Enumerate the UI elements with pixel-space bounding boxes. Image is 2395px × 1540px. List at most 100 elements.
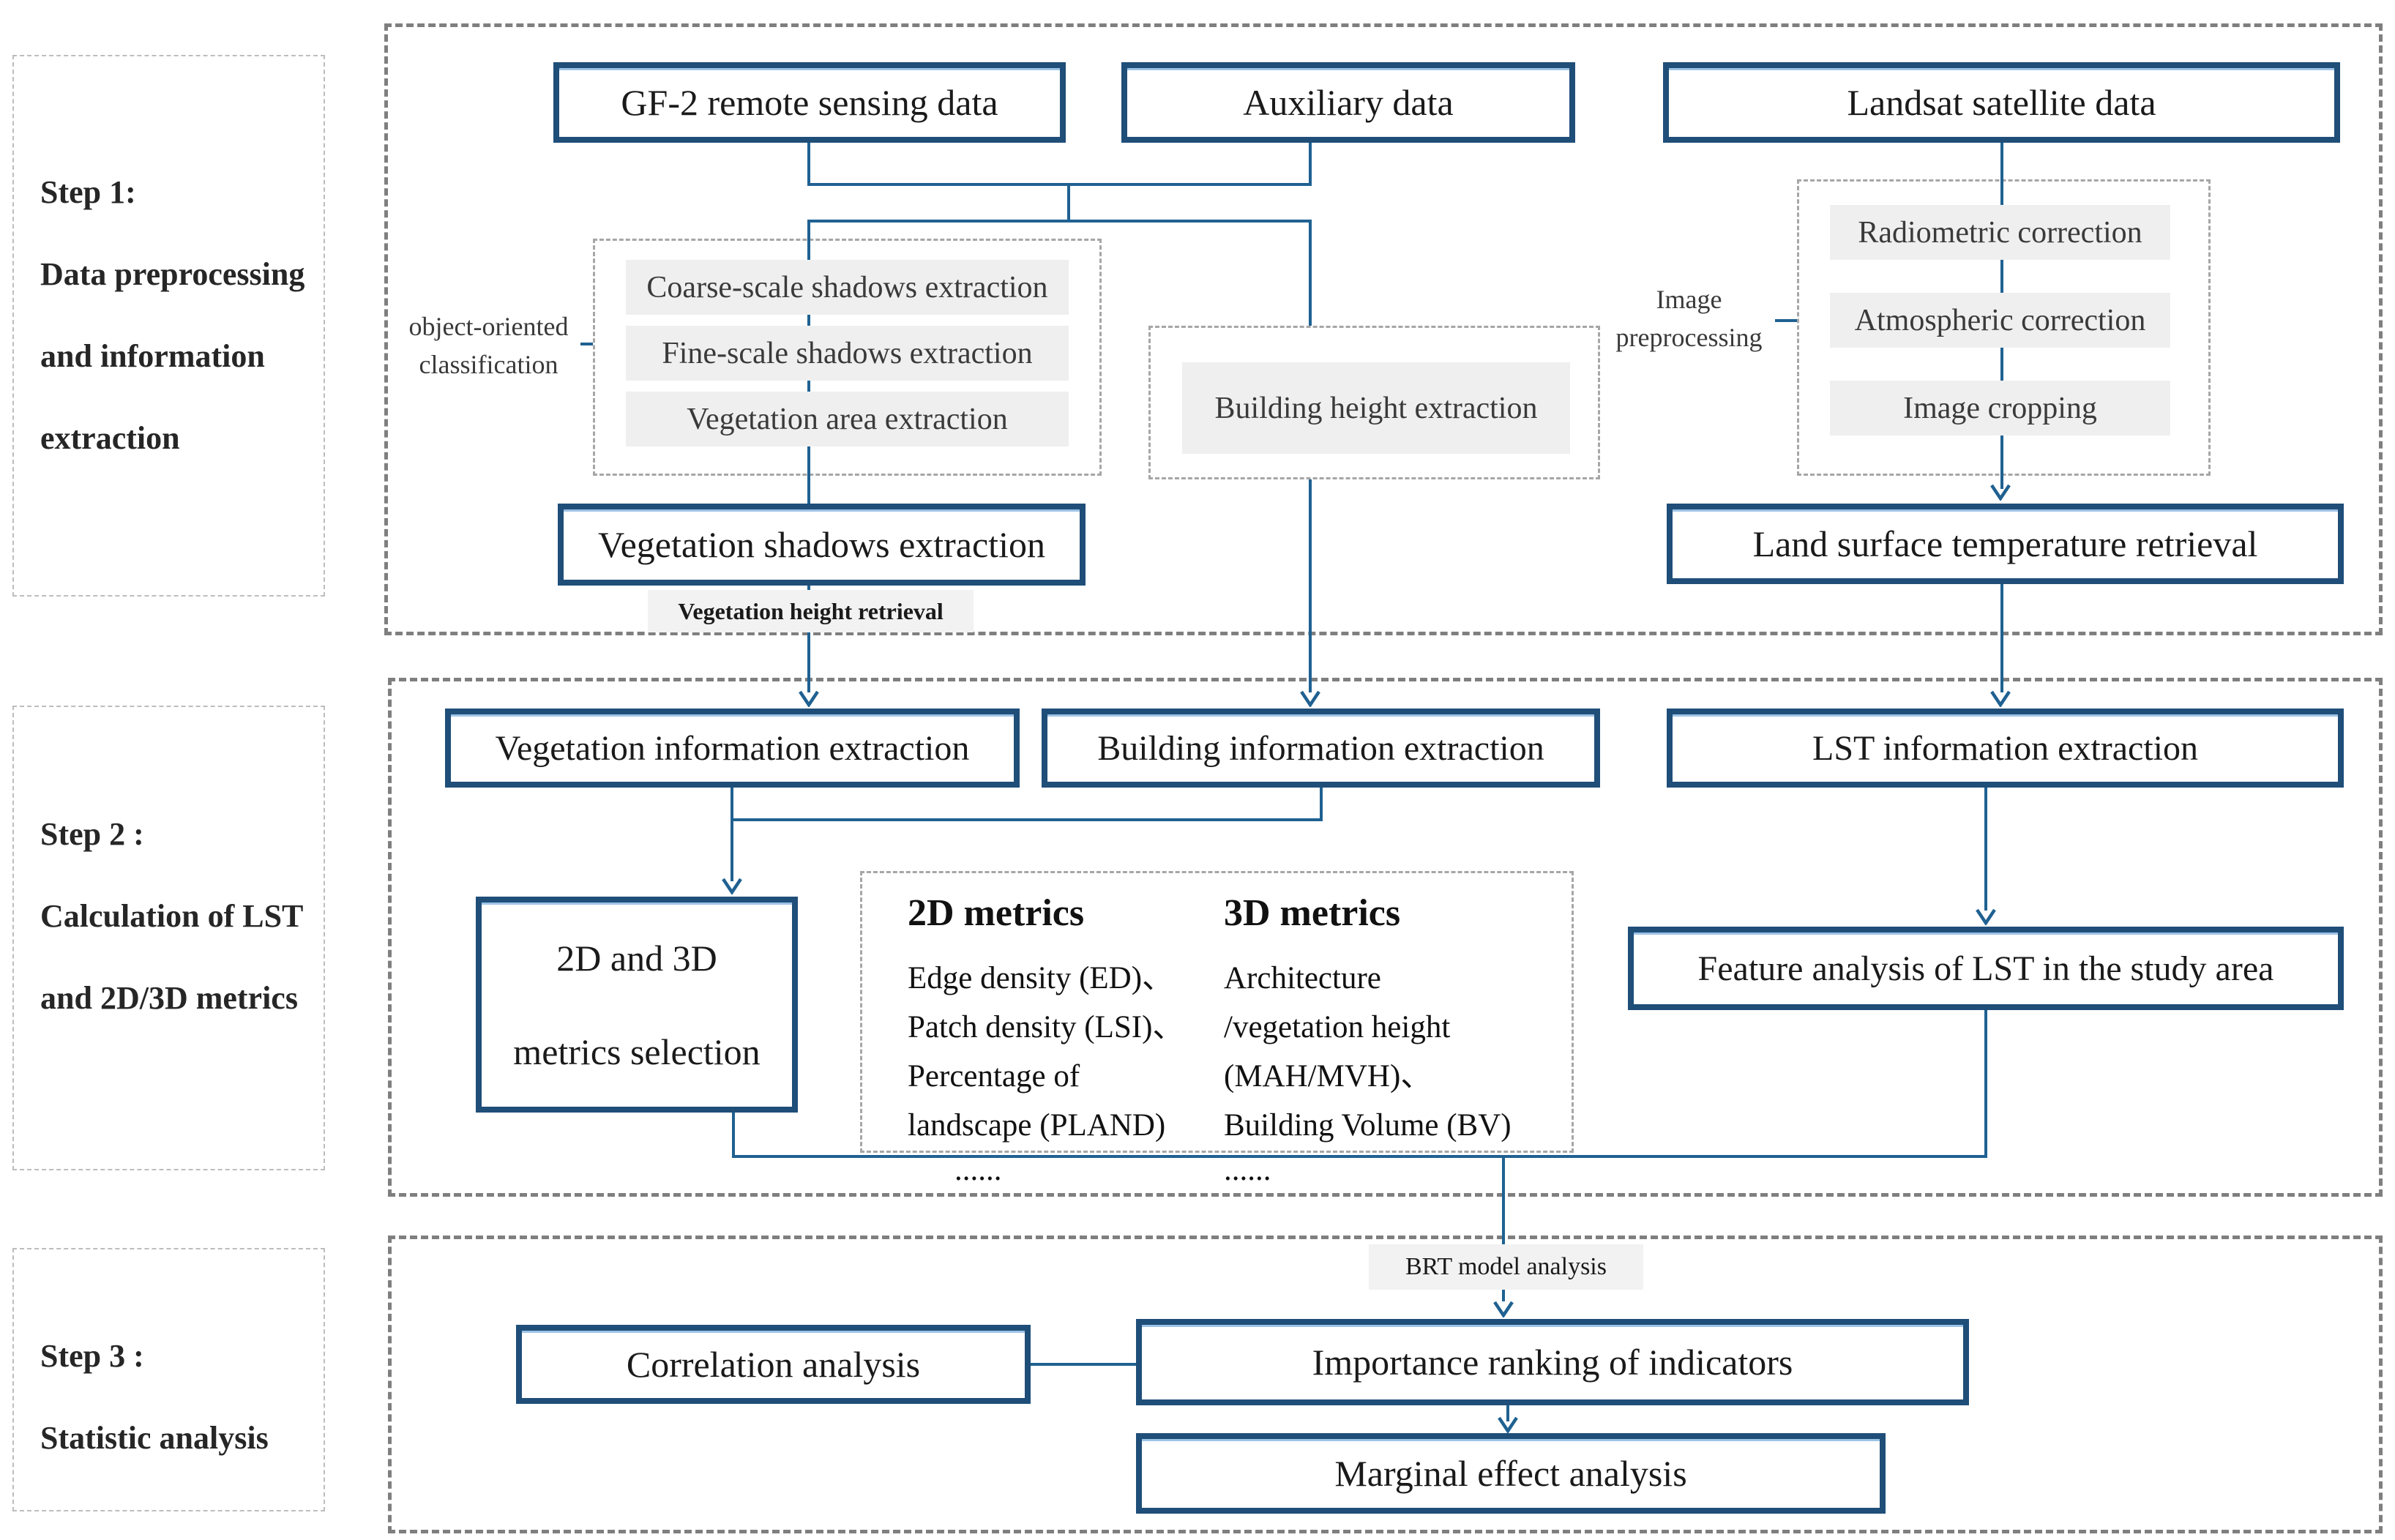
connector-line [1309, 221, 1312, 326]
step2-container [388, 678, 2383, 1197]
connector-line [731, 821, 733, 881]
metrics-3d-item: (MAH/MVH)、 [1224, 1059, 1432, 1094]
image-preprocessing-annotation: Image preprocessing [1599, 280, 1779, 356]
connector-line [807, 586, 810, 692]
step1-label-line: extraction [40, 420, 180, 456]
vegetation-area-step: Vegetation area extraction [626, 392, 1069, 446]
radiometric-correction-step: Radiometric correction [1830, 205, 2170, 260]
metrics-3d-item: Architecture [1224, 961, 1381, 995]
arrow-down-icon [1299, 689, 1321, 707]
step2-label-box: Step 2 : Calculation of LST and 2D/3D me… [12, 706, 325, 1170]
vegetation-info-box: Vegetation information extraction [445, 709, 1020, 788]
step1-label-line: Step 1: [40, 174, 136, 210]
brt-model-analysis-tag: BRT model analysis [1369, 1244, 1643, 1290]
object-oriented-annotation: object-oriented classification [395, 307, 582, 384]
auxiliary-data-label: Auxiliary data [1243, 82, 1454, 123]
metrics-2d-item: Patch density (LSI)、 [908, 1010, 1184, 1044]
building-height-label: Building height extraction [1214, 391, 1538, 425]
atmospheric-correction-step: Atmospheric correction [1830, 293, 2170, 348]
metrics-2d-item: landscape (PLAND) [908, 1108, 1166, 1143]
step3-label-box: Step 3 : Statistic analysis [12, 1248, 325, 1511]
metrics-3d-title: 3D metrics [1224, 892, 1401, 934]
coarse-shadows-step: Coarse-scale shadows extraction [626, 260, 1069, 315]
vegetation-height-retrieval-tag: Vegetation height retrieval [648, 590, 974, 632]
building-info-label: Building information extraction [1097, 728, 1544, 768]
radiometric-correction-label: Radiometric correction [1858, 215, 2142, 250]
connector-line [731, 818, 1321, 821]
image-preprocessing-annotation-line: preprocessing [1615, 323, 1763, 352]
metrics-detail-panel [860, 871, 1574, 1153]
vegetation-shadows-box: Vegetation shadows extraction [558, 504, 1086, 586]
fine-shadows-label: Fine-scale shadows extraction [662, 336, 1033, 370]
step3-label-line: Step 3 : [40, 1338, 144, 1374]
step2-label-line: and 2D/3D metrics [40, 980, 298, 1016]
connector-line [1506, 1405, 1509, 1421]
metrics-3d-ellipsis: ...... [1224, 1153, 1271, 1187]
object-oriented-group-box [593, 239, 1102, 476]
feature-analysis-label: Feature analysis of LST in the study are… [1697, 949, 2274, 988]
image-cropping-label: Image cropping [1903, 391, 2097, 425]
connector-line [732, 1155, 1987, 1158]
arrow-down-icon [1975, 908, 1997, 925]
image-cropping-step: Image cropping [1830, 381, 2170, 436]
connector-line [732, 1113, 735, 1158]
connector-line [1984, 788, 1987, 911]
fine-shadows-step: Fine-scale shadows extraction [626, 326, 1069, 381]
metrics-3d-item: Building Volume (BV) [1224, 1108, 1512, 1143]
connector-line [807, 220, 1312, 223]
connector-line [1984, 1010, 1987, 1155]
connector-line [1502, 1158, 1505, 1301]
object-oriented-tick [580, 343, 593, 345]
lst-retrieval-label: Land surface temperature retrieval [1752, 523, 2258, 564]
object-oriented-annotation-line: classification [419, 350, 558, 379]
brt-model-analysis-label: BRT model analysis [1405, 1253, 1607, 1280]
step3-label-line: Statistic analysis [40, 1420, 269, 1456]
vegetation-height-retrieval-label: Vegetation height retrieval [678, 597, 944, 624]
connector-line [1309, 479, 1312, 692]
step2-label-line: Calculation of LST [40, 898, 304, 934]
connector-line [731, 788, 733, 821]
auxiliary-data-box: Auxiliary data [1121, 62, 1575, 143]
arrow-down-icon [798, 689, 820, 707]
metrics-2d-item: Edge density (ED)、 [908, 961, 1174, 995]
lst-info-box: LST information extraction [1667, 709, 2344, 788]
step1-container [384, 23, 2383, 635]
metrics-2d-ellipsis: ...... [954, 1153, 1002, 1187]
metrics-selection-box: 2D and 3D metrics selection [476, 897, 798, 1113]
arrow-down-icon [1497, 1416, 1519, 1433]
step3-container [388, 1236, 2383, 1533]
metrics-2d-item: Percentage of [908, 1059, 1080, 1094]
landsat-data-label: Landsat satellite data [1847, 82, 2156, 123]
landsat-data-box: Landsat satellite data [1663, 62, 2340, 143]
importance-ranking-box: Importance ranking of indicators [1136, 1319, 1969, 1405]
step1-label-line: and information [40, 338, 265, 374]
building-height-group-box [1148, 326, 1600, 479]
vegetation-shadows-label: Vegetation shadows extraction [598, 524, 1045, 565]
connector-line [1067, 184, 1070, 221]
connector-line [807, 183, 1312, 186]
arrow-down-icon [1989, 689, 2011, 707]
building-height-step: Building height extraction [1182, 362, 1570, 454]
metrics-3d-item: /vegetation height [1224, 1010, 1451, 1044]
step1-label-box: Step 1: Data preprocessing and informati… [12, 55, 325, 597]
connector-line [2000, 584, 2003, 692]
lst-retrieval-box: Land surface temperature retrieval [1667, 504, 2344, 584]
connector-line [1309, 143, 1312, 184]
step1-label-line: Data preprocessing [40, 256, 305, 292]
object-oriented-annotation-line: object-oriented [408, 312, 569, 341]
importance-ranking-label: Importance ranking of indicators [1312, 1342, 1793, 1383]
gf2-data-box: GF-2 remote sensing data [553, 62, 1066, 143]
metrics-2d-column: 2D metrics Edge density (ED)、 Patch dens… [908, 892, 1184, 1191]
connector-line [1031, 1363, 1136, 1366]
building-info-box: Building information extraction [1042, 709, 1600, 788]
metrics-selection-line: metrics selection [513, 1031, 761, 1072]
vegetation-area-label: Vegetation area extraction [687, 402, 1008, 436]
step2-label-line: Step 2 : [40, 816, 144, 852]
image-preprocessing-tick [1775, 319, 1797, 322]
gf2-data-label: GF-2 remote sensing data [621, 82, 998, 123]
connector-line [807, 143, 810, 184]
correlation-analysis-label: Correlation analysis [626, 1344, 921, 1385]
coarse-shadows-label: Coarse-scale shadows extraction [646, 270, 1048, 304]
atmospheric-correction-label: Atmospheric correction [1854, 303, 2146, 337]
marginal-effect-box: Marginal effect analysis [1136, 1433, 1886, 1514]
